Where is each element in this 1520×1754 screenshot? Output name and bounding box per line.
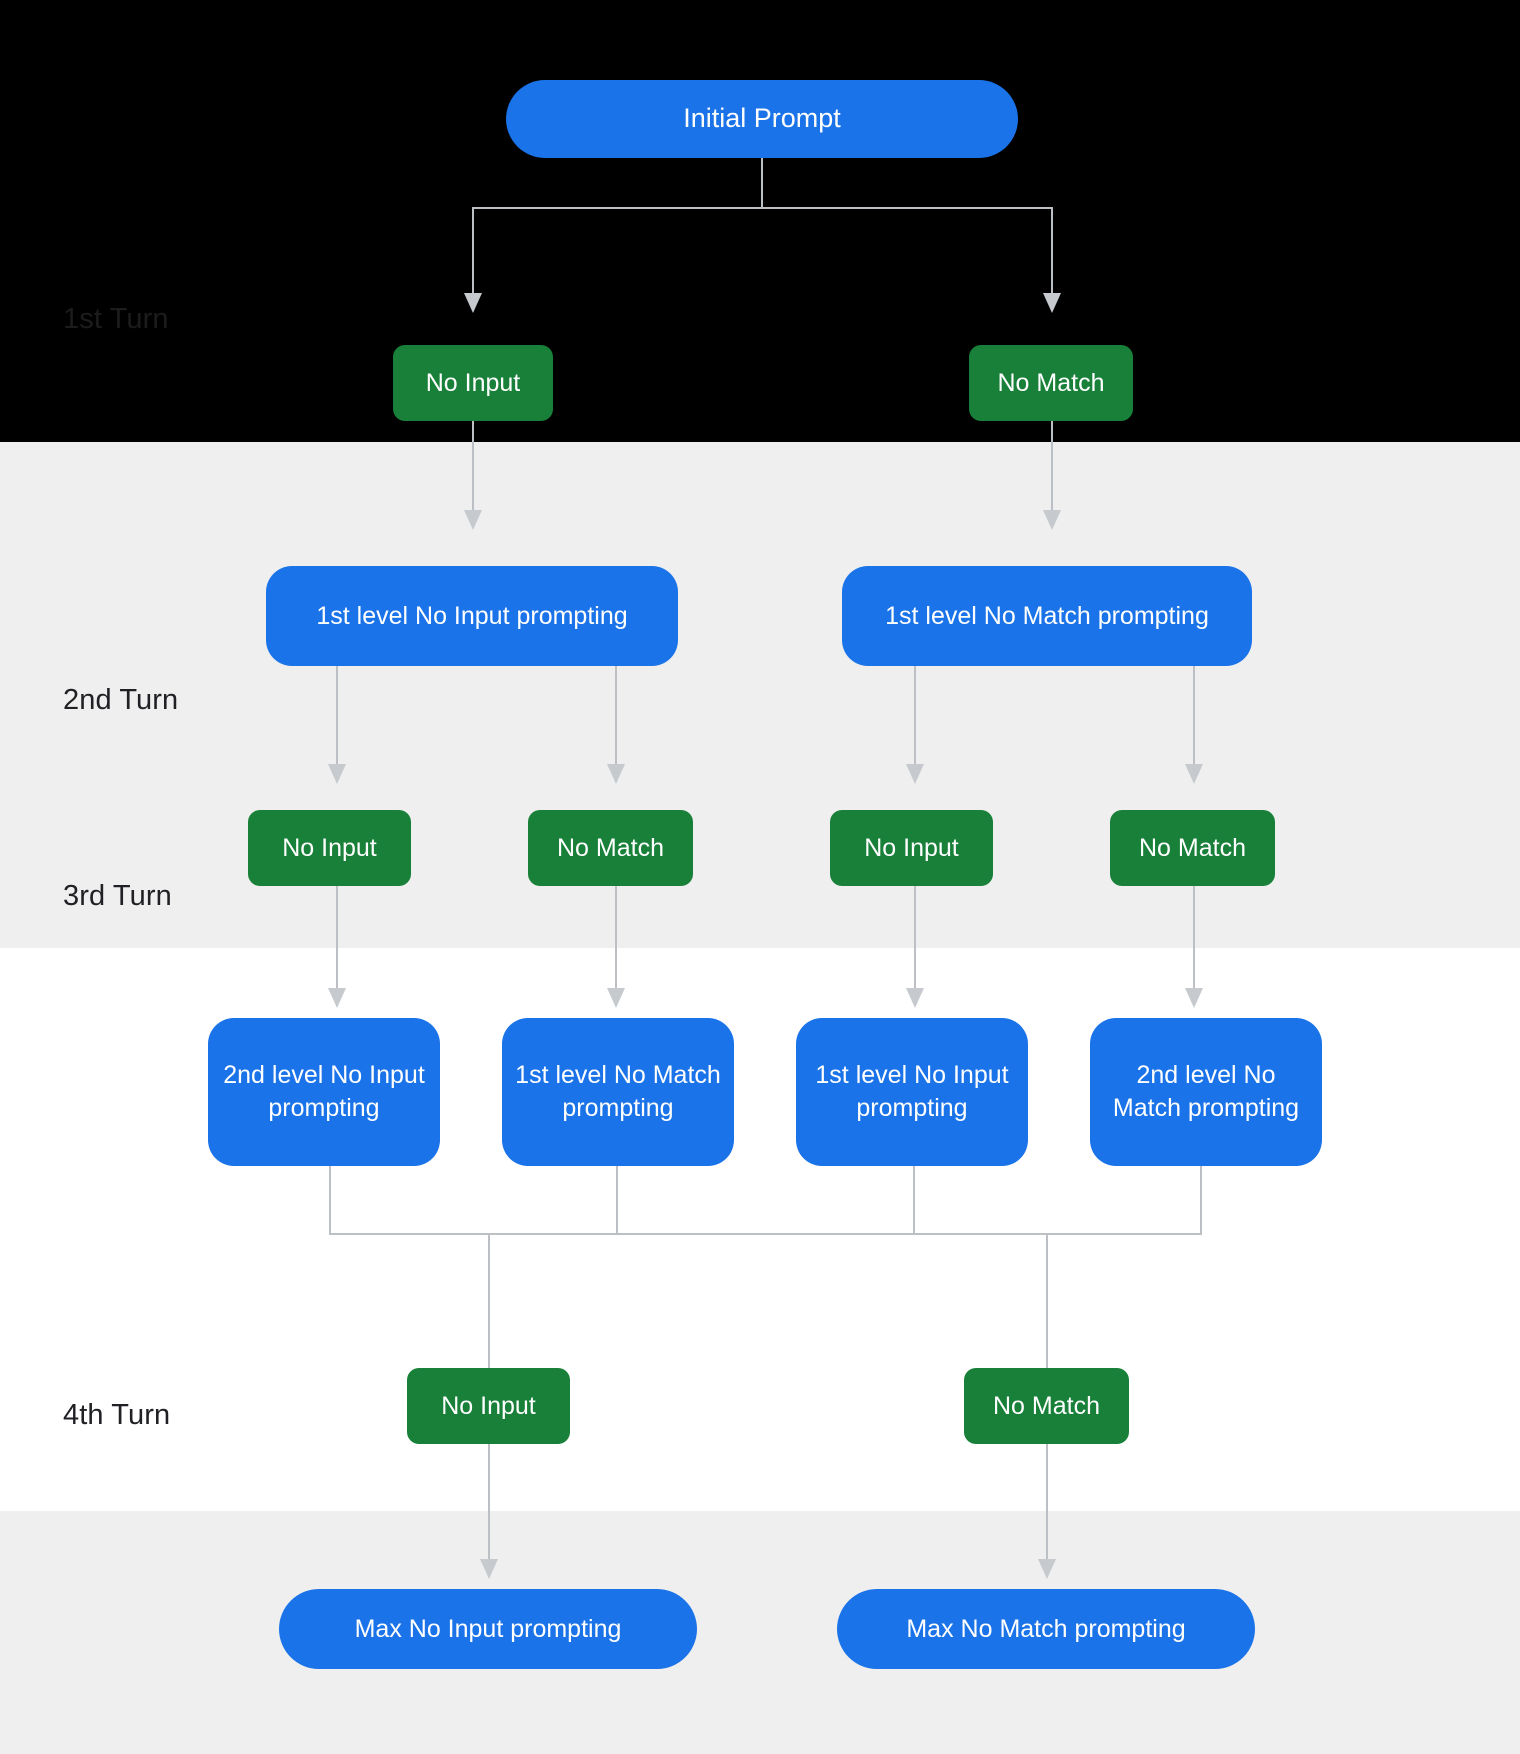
node-level2-no-input-prompting-label: 2nd level No Input prompting bbox=[223, 1061, 425, 1122]
node-max-no-match-prompting[interactable]: Max No Match prompting bbox=[837, 1589, 1255, 1669]
node-turn1-no-match[interactable]: No Match bbox=[969, 345, 1133, 421]
arrowhead-max-no-input bbox=[480, 1559, 498, 1579]
node-level1-no-input-prompting-b-label: 1st level No Input prompting bbox=[815, 1061, 1009, 1122]
connector-level1ni-to-no-input bbox=[336, 666, 338, 768]
node-level2-no-input-prompting[interactable]: 2nd level No Input prompting bbox=[208, 1018, 440, 1166]
turn-label-4th: 4th Turn bbox=[63, 1399, 171, 1431]
node-turn2-no-match-a-label: No Match bbox=[557, 833, 664, 862]
node-level1-no-match-prompting[interactable]: 1st level No Match prompting bbox=[842, 566, 1252, 666]
connector-stub-level1nmb bbox=[616, 1166, 618, 1235]
node-turn1-no-input[interactable]: No Input bbox=[393, 345, 553, 421]
turn-label-2nd: 2nd Turn bbox=[63, 684, 179, 716]
node-turn2-no-match-b[interactable]: No Match bbox=[1110, 810, 1275, 886]
arrowhead-no-input-1 bbox=[464, 293, 482, 313]
arrowhead-turn2-no-input-a bbox=[328, 764, 346, 784]
arrowhead-level1-no-input-b bbox=[906, 988, 924, 1008]
node-turn2-no-input-b-label: No Input bbox=[864, 833, 959, 862]
node-turn2-no-input-a-label: No Input bbox=[282, 833, 377, 862]
arrowhead-turn2-no-match-a bbox=[607, 764, 625, 784]
turn-band-4 bbox=[0, 1511, 1520, 1754]
connector-stub-level2nm bbox=[1200, 1166, 1202, 1235]
connector-stub-level2ni bbox=[329, 1166, 331, 1235]
arrowhead-turn2-no-input-b bbox=[906, 764, 924, 784]
node-turn3-no-match[interactable]: No Match bbox=[964, 1368, 1129, 1444]
node-turn2-no-match-b-label: No Match bbox=[1139, 833, 1246, 862]
arrowhead-turn2-no-match-b bbox=[1185, 764, 1203, 784]
connector-level1nm-to-no-input bbox=[914, 666, 916, 768]
node-turn3-no-match-label: No Match bbox=[993, 1391, 1100, 1420]
node-level1-no-input-prompting-b[interactable]: 1st level No Input prompting bbox=[796, 1018, 1028, 1166]
node-turn3-no-input-label: No Input bbox=[441, 1391, 536, 1420]
arrowhead-level1-no-match-b bbox=[607, 988, 625, 1008]
node-level2-no-match-prompting[interactable]: 2nd level No Match prompting bbox=[1090, 1018, 1322, 1166]
node-level1-no-input-prompting-label: 1st level No Input prompting bbox=[316, 601, 628, 630]
node-turn2-no-input-a[interactable]: No Input bbox=[248, 810, 411, 886]
connector-turn2nma-down bbox=[615, 886, 617, 992]
turn-band-1 bbox=[0, 0, 1520, 442]
arrowhead-level1-no-match bbox=[1043, 510, 1061, 530]
connector-turn2nia-down bbox=[336, 886, 338, 992]
connector-rail-turn1 bbox=[472, 207, 1053, 209]
connector-turn1-no-match-down bbox=[1051, 421, 1053, 514]
arrowhead-level2-no-input bbox=[328, 988, 346, 1008]
node-turn1-no-match-label: No Match bbox=[997, 368, 1105, 397]
connector-merge-rail bbox=[329, 1233, 1202, 1235]
turn-band-2 bbox=[0, 442, 1520, 948]
node-turn3-no-input[interactable]: No Input bbox=[407, 1368, 570, 1444]
node-level1-no-input-prompting[interactable]: 1st level No Input prompting bbox=[266, 566, 678, 666]
connector-rail-to-no-input-1 bbox=[472, 207, 474, 297]
connector-initial-to-rail bbox=[761, 158, 763, 208]
node-level2-no-match-prompting-label: 2nd level No Match prompting bbox=[1112, 1061, 1300, 1122]
arrowhead-max-no-match bbox=[1038, 1559, 1056, 1579]
node-turn2-no-input-b[interactable]: No Input bbox=[830, 810, 993, 886]
node-turn2-no-match-a[interactable]: No Match bbox=[528, 810, 693, 886]
turn-label-3rd: 3rd Turn bbox=[63, 880, 172, 912]
arrowhead-level1-no-input bbox=[464, 510, 482, 530]
connector-turn1-no-input-down bbox=[472, 421, 474, 514]
connector-rail-to-turn3-no-input bbox=[488, 1233, 490, 1387]
turn-label-1st: 1st Turn bbox=[63, 303, 169, 335]
arrowhead-no-match-1 bbox=[1043, 293, 1061, 313]
node-max-no-input-prompting[interactable]: Max No Input prompting bbox=[279, 1589, 697, 1669]
connector-level1nm-to-no-match bbox=[1193, 666, 1195, 768]
node-level1-no-match-prompting-b-label: 1st level No Match prompting bbox=[515, 1061, 721, 1122]
node-max-no-input-prompting-label: Max No Input prompting bbox=[354, 1614, 622, 1643]
connector-rail-to-turn3-no-match bbox=[1046, 1233, 1048, 1387]
node-level1-no-match-prompting-b[interactable]: 1st level No Match prompting bbox=[502, 1018, 734, 1166]
connector-rail-to-no-match-1 bbox=[1051, 207, 1053, 297]
connector-stub-level1nib bbox=[913, 1166, 915, 1235]
arrowhead-level2-no-match bbox=[1185, 988, 1203, 1008]
connector-level1ni-to-no-match bbox=[615, 666, 617, 768]
node-initial-prompt[interactable]: Initial Prompt bbox=[506, 80, 1018, 158]
node-max-no-match-prompting-label: Max No Match prompting bbox=[906, 1614, 1186, 1643]
node-level1-no-match-prompting-label: 1st level No Match prompting bbox=[885, 601, 1209, 630]
connector-turn2nib-down bbox=[914, 886, 916, 992]
connector-turn3nm-down bbox=[1046, 1444, 1048, 1563]
node-initial-prompt-label: Initial Prompt bbox=[683, 103, 841, 134]
node-turn1-no-input-label: No Input bbox=[425, 368, 521, 397]
connector-turn3ni-down bbox=[488, 1444, 490, 1563]
connector-turn2nmb-down bbox=[1193, 886, 1195, 992]
